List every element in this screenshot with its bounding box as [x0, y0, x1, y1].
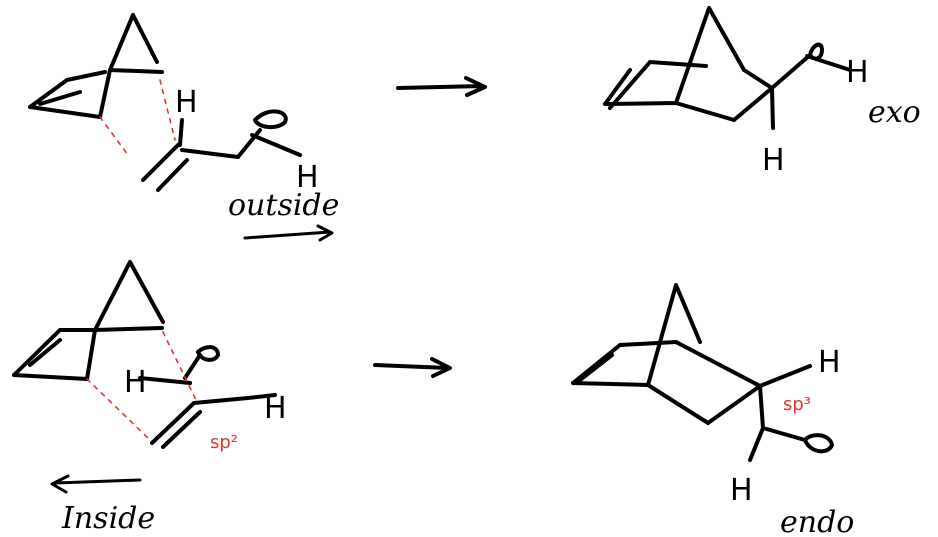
forming-bond-top-2: [159, 79, 176, 141]
alkene-h-label-top: H: [296, 160, 319, 195]
endo-label: endo: [780, 505, 854, 537]
endo-product-h-up: H: [818, 345, 841, 380]
sp2-label: sp²: [210, 432, 238, 453]
aldehyde-h-label-top: H: [175, 85, 198, 120]
cyclopentadiene-top: [28, 13, 164, 119]
outside-arrow: [243, 224, 334, 242]
alkene-h-label-bottom: H: [264, 391, 287, 426]
aldehyde-h-label-bottom: H: [124, 365, 147, 400]
reaction-arrow-bottom: [373, 357, 452, 378]
endo-product: H sp³ H endo: [571, 283, 854, 537]
cyclopentadiene-bottom: [12, 260, 165, 381]
outside-label: outside: [228, 188, 339, 223]
acrolein-bottom: [138, 345, 277, 449]
reaction-arrow-top: [396, 76, 487, 97]
endo-approach-reactants: H H sp² Inside: [12, 260, 287, 536]
inside-label: Inside: [61, 501, 155, 536]
forming-bond-bottom-2: [162, 331, 197, 401]
endo-product-h-down: H: [730, 473, 753, 508]
exo-product-h-right: H: [846, 55, 869, 90]
exo-product: H H exo: [603, 6, 921, 178]
inside-arrow: [50, 474, 142, 494]
forming-bond-bottom-1: [86, 378, 151, 441]
exo-approach-reactants: H H outside: [28, 13, 339, 242]
forming-bond-top-1: [99, 116, 129, 156]
exo-product-h-down: H: [762, 143, 785, 178]
sp3-label: sp³: [783, 394, 811, 415]
acrolein-top: [141, 109, 302, 192]
exo-label: exo: [868, 95, 921, 130]
